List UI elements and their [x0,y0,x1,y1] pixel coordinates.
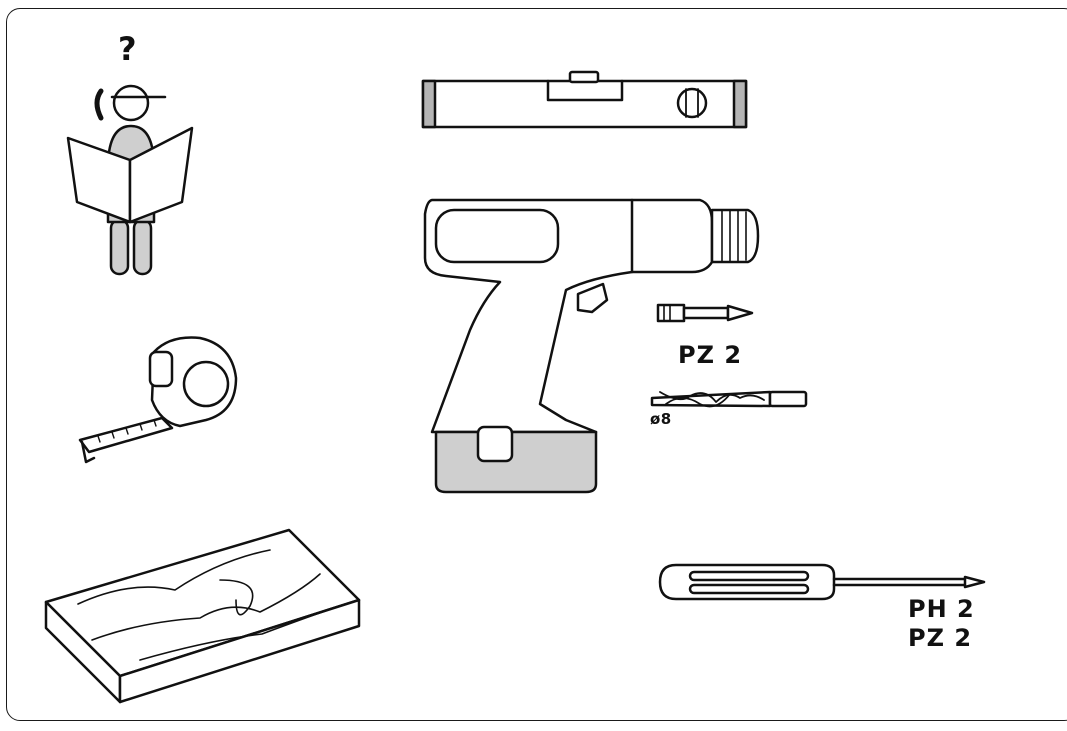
bit-size-label: PZ 2 [678,341,743,369]
drill-bit-size-label: ø8 [650,410,672,428]
screwdriver-size-label-2: PZ 2 [908,624,973,652]
question-mark-label: ? [118,30,138,68]
page-frame [6,8,1067,721]
cordless-drill-icon [423,198,760,494]
person-reading-manual-icon [66,84,194,276]
drill-bit-icon [650,390,808,408]
screwdriver-size-label-1: PH 2 [908,595,975,623]
tape-measure-icon [78,336,238,464]
screwdriver-bit-icon [656,303,754,323]
wood-plank-icon [44,528,361,704]
screwdriver-icon [658,563,986,601]
spirit-level-icon [421,70,748,129]
